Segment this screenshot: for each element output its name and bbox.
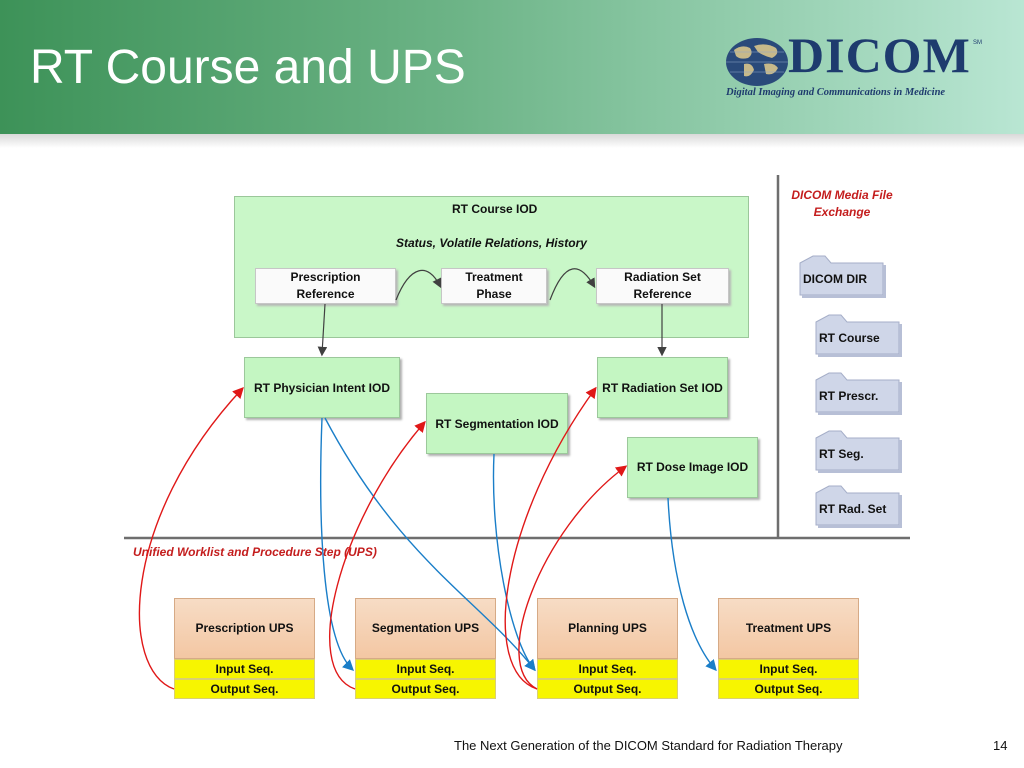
folder-label: DICOM DIR [803,272,867,286]
media-exchange-title: DICOM Media File Exchange [791,188,893,219]
rt-segmentation-iod-box: RT Segmentation IOD [426,393,568,454]
footer-text: The Next Generation of the DICOM Standar… [454,738,843,753]
folder-icon [815,372,902,415]
rt-radiation-set-iod-box: RT Radiation Set IOD [597,357,728,418]
header-shadow [0,134,1024,148]
dicom-logo: DICOM SM Digital Imaging and Communicati… [720,27,990,104]
rt-dose-image-iod-box: RT Dose Image IOD [627,437,758,498]
folder-icon [815,485,902,528]
rt-physician-intent-iod-box: RT Physician Intent IOD [244,357,400,418]
intent-to-planning-input-arrow [324,417,536,672]
planning-output-seq: Output Seq. [537,679,678,699]
logo-trademark: SM [973,40,982,46]
folder-label: RT Rad. Set [819,502,887,516]
rt-course-iod-box [234,196,749,338]
segmentation-ups-box: Segmentation UPS [355,598,496,659]
folder-icon [799,255,886,298]
folder-dicom-dir: DICOM DIR [797,255,886,298]
globe-icon [726,38,788,86]
rt-course-iod-subtitle: Status, Volatile Relations, History [396,236,587,250]
planning-ups-box: Planning UPS [537,598,678,659]
prescription-ups-box: Prescription UPS [174,598,315,659]
prescription-reference-box: Prescription Reference [255,268,396,304]
folder-rt-prescr: RT Prescr. [813,372,902,415]
treatment-output-seq: Output Seq. [718,679,859,699]
planning-output-to-radiation-arrow [504,386,597,690]
prescription-to-phase-connector [395,269,442,301]
prescription-input-seq: Input Seq. [174,659,315,679]
prescription-output-seq: Output Seq. [174,679,315,699]
treatment-phase-box: Treatment Phase [441,268,547,304]
radiation-to-treatment-input-arrow [667,497,717,672]
segmentation-to-planning-input-arrow [492,453,536,672]
prescription-output-to-intent-arrow [138,386,244,690]
ups-section-title: Unified Worklist and Procedure Step (UPS… [133,545,377,559]
segmentation-input-seq: Input Seq. [355,659,496,679]
slide-title: RT Course and UPS [30,41,466,94]
folder-label: RT Prescr. [819,389,879,403]
segmentation-output-to-seg-iod-arrow [329,420,426,690]
rt-course-iod-title: RT Course IOD [452,202,538,216]
folder-icon [815,314,902,357]
planning-output-to-dose-arrow [518,465,628,690]
logo-wordmark: DICOM [788,27,971,83]
phase-to-radiation-connector [549,268,596,301]
header-banner [0,0,1024,134]
prescription-ref-arrow [317,303,328,357]
folder-rt-course: RT Course [813,314,902,357]
folder-icon [815,430,902,473]
folder-label: RT Seg. [819,447,864,461]
page-number: 14 [993,738,1008,753]
folder-rt-seg: RT Seg. [813,430,902,473]
planning-input-seq: Input Seq. [537,659,678,679]
radiation-set-reference-box: Radiation Set Reference [596,268,729,304]
treatment-ups-box: Treatment UPS [718,598,859,659]
folder-rt-rad-set: RT Rad. Set [813,485,902,528]
intent-to-segmentation-input-arrow [320,417,355,671]
logo-subtitle: Digital Imaging and Communications in Me… [726,87,946,98]
segmentation-output-seq: Output Seq. [355,679,496,699]
treatment-input-seq: Input Seq. [718,659,859,679]
folder-label: RT Course [819,331,880,345]
